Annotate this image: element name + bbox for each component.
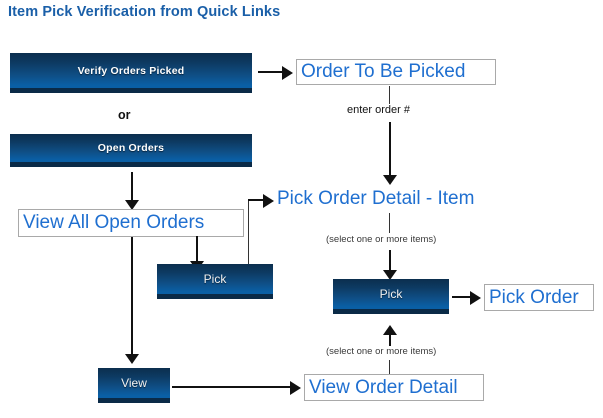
link-pick-order[interactable]: Pick Order — [484, 284, 594, 311]
connector-view-to-view-order-detail — [172, 386, 294, 388]
annotation-select-items-upper: (select one or more items) — [326, 234, 437, 245]
page-title: Item Pick Verification from Quick Links — [8, 4, 281, 20]
button-pick-left[interactable]: Pick — [157, 264, 273, 299]
connector-select-items-lower-stub — [389, 360, 390, 375]
arrow-down-icon — [125, 354, 139, 364]
arrow-down-icon — [383, 270, 397, 280]
button-pick-right[interactable]: Pick — [333, 279, 449, 314]
link-label: Pick Order Detail - Item — [277, 188, 475, 209]
link-order-to-be-picked[interactable]: Order To Be Picked — [296, 59, 496, 85]
connector-select-items-upper — [389, 250, 391, 272]
link-pick-order-detail-item[interactable]: Pick Order Detail - Item — [277, 188, 474, 210]
arrow-right-icon — [470, 291, 481, 305]
button-view[interactable]: View — [98, 368, 170, 403]
arrow-up-icon — [383, 325, 397, 335]
arrow-right-icon — [263, 194, 274, 208]
button-verify-orders-picked[interactable]: Verify Orders Picked — [10, 53, 252, 93]
connector-pick-to-pick-order — [452, 296, 476, 298]
arrow-right-icon — [290, 381, 301, 395]
connector-enter-order-number — [389, 122, 391, 177]
button-label: Verify Orders Picked — [77, 64, 185, 77]
connector-verify-to-order — [258, 71, 284, 73]
connector-pick-left-horizontal — [248, 199, 270, 201]
arrow-down-icon — [383, 175, 397, 185]
link-label: View All Open Orders — [23, 212, 205, 233]
connector-open-orders-to-view-all — [131, 172, 133, 203]
button-label: Pick — [379, 287, 403, 301]
link-label: View Order Detail — [309, 376, 458, 398]
arrow-down-icon — [125, 200, 139, 210]
button-label: Pick — [203, 272, 227, 286]
button-open-orders[interactable]: Open Orders — [10, 134, 252, 167]
annotation-select-items-lower: (select one or more items) — [326, 346, 437, 357]
link-label: Pick Order — [489, 286, 579, 308]
connector-view-all-to-view — [131, 237, 133, 357]
button-label: View — [121, 376, 147, 390]
link-view-all-open-orders[interactable]: View All Open Orders — [18, 209, 244, 237]
link-label: Order To Be Picked — [301, 61, 466, 82]
connector-view-all-to-pick — [196, 236, 198, 264]
button-label: Open Orders — [97, 142, 165, 154]
arrow-right-icon — [282, 66, 293, 80]
connector-order-stub — [389, 86, 390, 104]
connector-pick-left-vertical — [248, 200, 249, 269]
or-label: or — [118, 108, 131, 122]
annotation-enter-order-number: enter order # — [347, 104, 410, 116]
connector-select-items-lower-upper — [389, 334, 391, 346]
link-view-order-detail[interactable]: View Order Detail — [304, 374, 484, 401]
connector-detail-stub-upper — [389, 213, 390, 233]
